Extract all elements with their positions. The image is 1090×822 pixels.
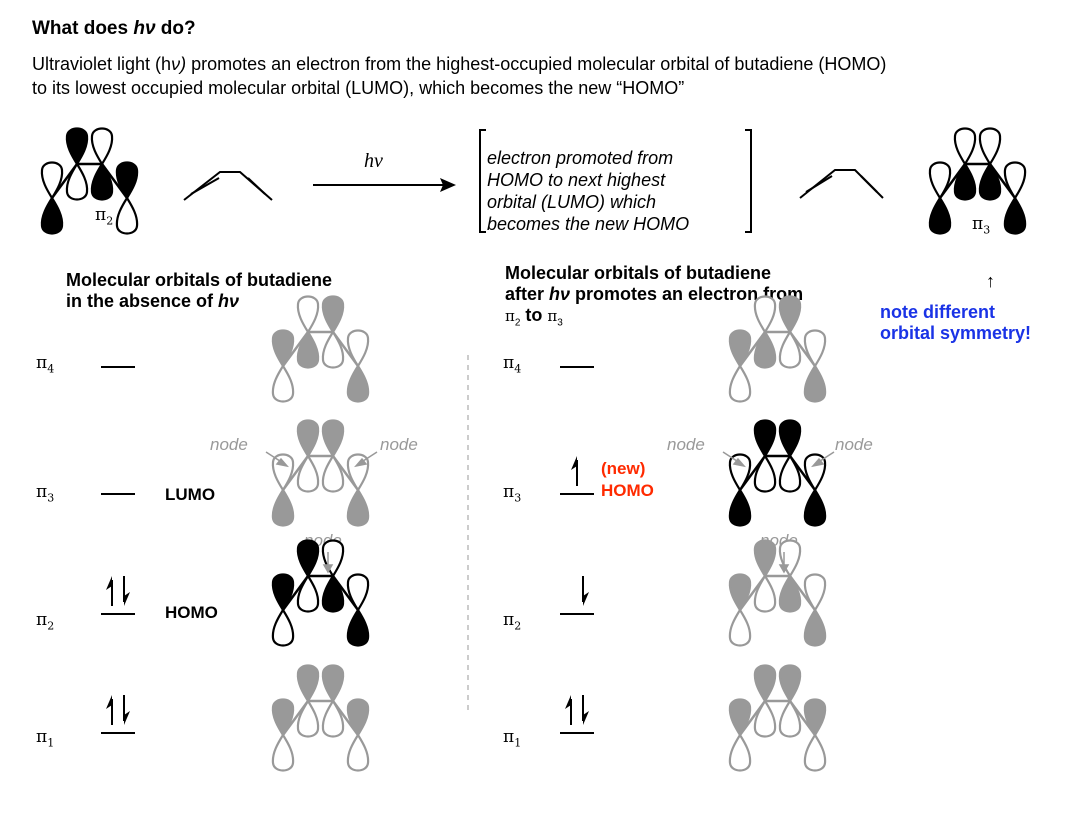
node-arrows (265, 451, 835, 574)
left-orbital-pi1 (271, 664, 370, 772)
node-label-right-pi3-b: node (835, 435, 873, 454)
right-level-pi3: π3 (503, 482, 522, 505)
electron-up-icon (571, 456, 578, 486)
right-heading-line3: π2 to π3 (505, 305, 563, 329)
left-level-pi2: π2 (36, 610, 55, 633)
left-orbital-pi3 (271, 419, 370, 527)
left-level-pi3: π3 (36, 482, 55, 505)
new-label: (new) (601, 459, 646, 478)
left-heading-line1: Molecular orbitals of butadiene (66, 270, 333, 290)
lumo-label: LUMO (165, 485, 216, 504)
right-level-pi4: π4 (503, 353, 522, 376)
electron-up-icon (106, 695, 113, 725)
electron-down-icon (582, 695, 589, 725)
new-homo-label: (new) HOMO (601, 458, 654, 502)
left-orbital-pi4 (271, 295, 370, 403)
right-orbital-pi3 (728, 419, 827, 527)
left-level-pi1: π1 (36, 727, 55, 750)
node-label-right-pi3-a: node (667, 435, 705, 454)
right-heading-line1: Molecular orbitals of butadiene (505, 263, 772, 283)
top-orbital-pi3 (928, 127, 1027, 235)
homo-label: HOMO (165, 603, 218, 622)
note-line2: orbital symmetry! (880, 323, 1032, 343)
left-level-pi4: π4 (36, 353, 55, 376)
title-suffix: do? (155, 18, 196, 39)
right-level-pi1: π1 (503, 727, 522, 750)
butadiene-structure-left (183, 171, 273, 201)
arrow-right-icon (313, 178, 456, 192)
intro-line2: to its lowest occupied molecular orbital… (32, 78, 685, 98)
left-heading-line2: in the absence of hν (66, 291, 240, 311)
intro-part1: Ultraviolet light (h (32, 54, 172, 74)
bracket-line-3: orbital (LUMO) which (487, 192, 657, 212)
bracket-text: electron promoted from HOMO to next high… (487, 147, 749, 235)
title-hv: hν (133, 18, 156, 39)
right-orbital-pi4 (728, 295, 827, 403)
node-label-left-pi3-b: node (380, 435, 418, 454)
node-label-left-pi3-a: node (210, 435, 248, 454)
right-heading-line2: after hν promotes an electron from (505, 284, 804, 304)
intro-text: Ultraviolet light (hν) promotes an elect… (32, 52, 1082, 100)
right-level-pi2: π2 (503, 610, 522, 633)
left-orbital-pi2 (271, 539, 370, 647)
right-orbital-pi1 (728, 664, 827, 772)
butadiene-structure-right (799, 169, 884, 199)
top-right-symbol: π3 (972, 214, 991, 237)
electron-up-icon (106, 576, 113, 606)
intro-nu: ν) (171, 54, 187, 74)
electron-down-icon (123, 576, 130, 606)
right-section-heading: Molecular orbitals of butadiene after hν… (505, 263, 803, 334)
note-arrow-icon: ↑ (986, 271, 995, 291)
note-line1: note different (880, 302, 995, 322)
title-prefix: What does (32, 18, 134, 39)
electron-up-icon (565, 695, 572, 725)
top-left-symbol: π2 (95, 205, 114, 228)
intro-part2: promotes an electron from the highest-oc… (186, 54, 887, 74)
right-orbital-pi2 (728, 539, 827, 647)
arrow-label: hν (364, 150, 383, 172)
electron-down-icon (123, 695, 130, 725)
top-orbital-pi2 (40, 127, 139, 235)
left-section-heading: Molecular orbitals of butadiene in the a… (66, 270, 332, 312)
new-homo-text: HOMO (601, 481, 654, 500)
note-text: note different orbital symmetry! (880, 302, 1031, 344)
electron-down-icon (582, 576, 589, 606)
bracket-icon (479, 129, 752, 233)
bracket-line-4: becomes the new HOMO (487, 214, 690, 234)
bracket-line-2: HOMO to next highest (487, 170, 666, 190)
bracket-line-1: electron promoted from (487, 148, 674, 168)
page-title: What does hν do? (32, 18, 196, 40)
